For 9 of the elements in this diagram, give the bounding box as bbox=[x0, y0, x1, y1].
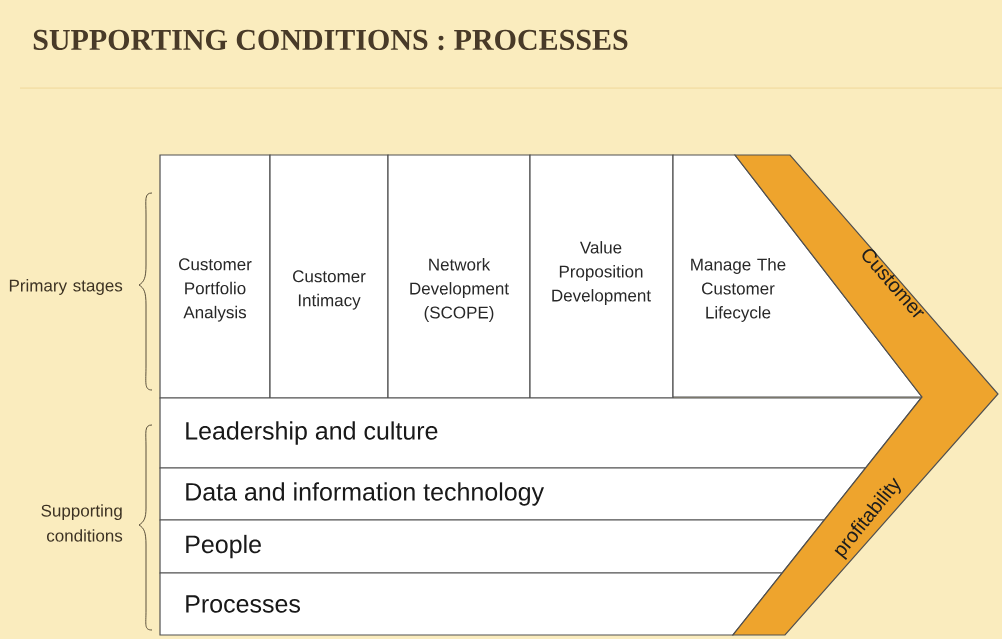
condition-row: Processes bbox=[159, 572, 784, 636]
condition-row: People bbox=[159, 519, 826, 574]
brace-label: Supporting conditions bbox=[41, 504, 123, 542]
stage-cell: Value Proposition Development bbox=[529, 154, 674, 399]
slide-title: SUPPORTING CONDITIONS : PROCESSES bbox=[33, 29, 628, 51]
brace-label: Primary stages bbox=[9, 279, 123, 295]
stage-cell: Customer Portfolio Analysis bbox=[159, 154, 271, 399]
stage-cell: Customer Intimacy bbox=[269, 154, 389, 399]
stage-cell: Network Development (SCOPE) bbox=[387, 154, 531, 399]
